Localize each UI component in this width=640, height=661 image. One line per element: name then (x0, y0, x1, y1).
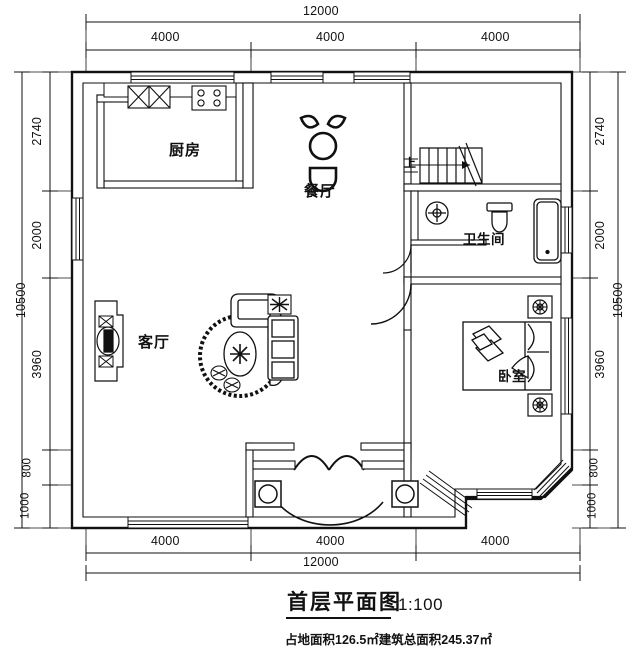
window-chamfer-bottom (476, 488, 533, 500)
nightstand-bottom (527, 393, 553, 417)
drawing-title: 首层平面图 (287, 591, 402, 614)
dim-bottom-segment-3: 4000 (481, 534, 510, 548)
bedroom-bed (462, 321, 552, 391)
dim-top-segment-3: 4000 (481, 30, 510, 44)
room-label-bathroom: 卫生间 (463, 232, 505, 247)
dim-right-segment-3: 3960 (592, 349, 607, 379)
dim-right-segment-1: 2740 (592, 116, 607, 146)
stair-up-label: 上 (404, 156, 417, 170)
bathroom-sink (425, 201, 449, 225)
dim-left-segment-3: 3960 (29, 349, 44, 379)
top-dimension-chain (85, 14, 581, 72)
dining-table-set (299, 114, 347, 193)
porch-steps-right (419, 470, 473, 517)
coffee-table (223, 331, 257, 377)
left-dimension-chain (14, 71, 72, 529)
kitchen-stove (191, 85, 227, 111)
room-label-living: 客厅 (138, 334, 171, 351)
dim-top-overall: 12000 (303, 4, 339, 18)
wall-notch-entry-left (252, 460, 405, 470)
right-dimension-chain (572, 71, 626, 529)
room-label-kitchen: 厨房 (169, 142, 202, 159)
bedroom-door (370, 283, 412, 325)
drawing-scale: 1:100 (398, 595, 444, 614)
window-left-kitchen (71, 197, 84, 261)
toilet (486, 202, 513, 233)
window-top-1 (130, 71, 235, 84)
drawing-area-note: 占地面积126.5㎡建筑总面积245.37㎡ (285, 633, 493, 647)
nightstand-top (527, 295, 553, 319)
ottoman-2 (223, 377, 241, 393)
dim-bottom-segment-1: 4000 (151, 534, 180, 548)
side-table-lamp (267, 294, 292, 315)
dim-top-segment-1: 4000 (151, 30, 180, 44)
dim-right-segment-5: 1000 (586, 492, 599, 519)
window-right-bathroom (560, 206, 573, 254)
porch-column-right (391, 480, 419, 508)
sofa-right (267, 311, 299, 387)
window-bottom-living (127, 516, 249, 529)
dim-right-overall: 10500 (610, 282, 625, 319)
window-right-bedroom (560, 317, 573, 415)
window-top-3 (353, 71, 411, 84)
title-underline (286, 617, 391, 619)
dim-bottom-overall: 12000 (303, 555, 339, 569)
kitchen-sink (127, 85, 171, 109)
speaker-top (98, 315, 114, 328)
dim-right-segment-2: 2000 (592, 220, 607, 250)
room-label-dining: 餐厅 (304, 183, 337, 200)
window-chamfer-diagonal (533, 459, 570, 497)
ottoman-1 (210, 365, 228, 381)
room-label-bedroom: 卧室 (498, 369, 526, 384)
dim-bottom-segment-2: 4000 (316, 534, 345, 548)
dim-top-segment-2: 4000 (316, 30, 345, 44)
sofa-top (230, 293, 280, 328)
interior-walls (96, 82, 562, 518)
entry-porch (276, 455, 384, 526)
bottom-dimension-chain (85, 528, 581, 581)
dim-left-overall: 10500 (13, 282, 28, 319)
window-top-2 (270, 71, 324, 84)
dim-left-segment-2: 2000 (29, 220, 44, 250)
staircase (404, 142, 483, 187)
dim-left-segment-5: 1000 (19, 492, 32, 519)
wall-spine-vertical (242, 82, 254, 189)
porch-column-left (254, 480, 282, 508)
speaker-bottom (98, 355, 114, 368)
bathtub (533, 198, 562, 264)
dim-left-segment-1: 2740 (29, 116, 44, 146)
bathroom-door (382, 244, 412, 274)
